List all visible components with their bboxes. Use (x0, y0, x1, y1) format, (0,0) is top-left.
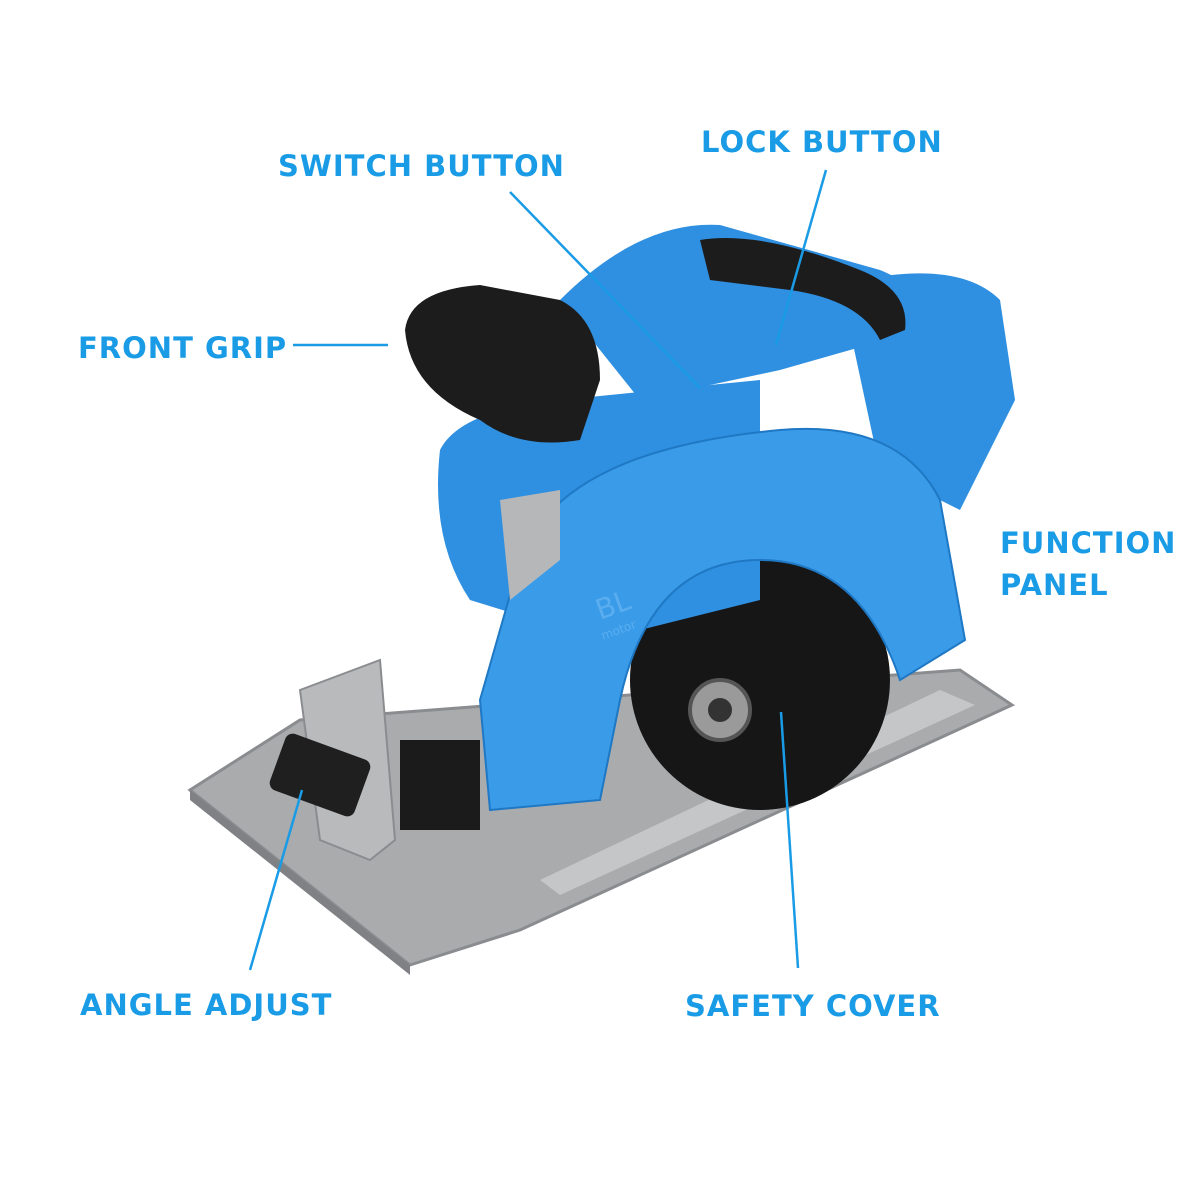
label-function-panel-line1: FUNCTION (1000, 526, 1177, 560)
label-angle-adjust: ANGLE ADJUST (80, 988, 333, 1022)
front-grip (405, 285, 600, 443)
label-safety-cover: SAFETY COVER (685, 989, 941, 1023)
label-front-grip: FRONT GRIP (78, 331, 288, 365)
label-switch-button: SWITCH BUTTON (278, 149, 565, 183)
label-function-panel: FUNCTION PANEL (1000, 522, 1176, 606)
label-lock-button: LOCK BUTTON (701, 125, 943, 159)
blade-guard (478, 427, 967, 812)
label-function-panel-line2: PANEL (1000, 568, 1109, 602)
